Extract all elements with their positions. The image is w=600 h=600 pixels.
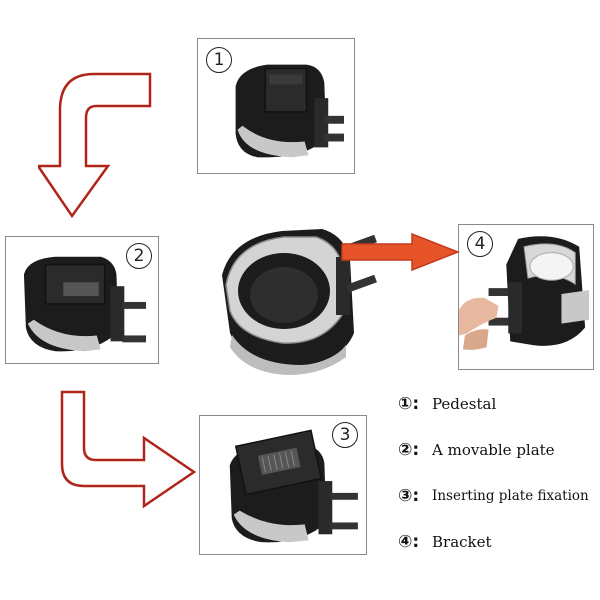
movable-plate-photo: [23, 256, 146, 352]
legend-marker: ④:: [398, 532, 420, 552]
flow-arrow-right-icon: [341, 232, 460, 272]
bracket-photo: [459, 236, 590, 350]
legend-label: Bracket: [432, 533, 492, 551]
legend-item-bracket: ④: Bracket: [398, 530, 598, 554]
pedestal-photo: [235, 64, 344, 158]
assembled-cup-holder-photo: [222, 229, 377, 375]
legend-marker: ③:: [398, 486, 420, 506]
step-number-badge: 2: [126, 243, 152, 269]
inserting-plate-photo: [229, 429, 358, 543]
step-number-badge: 3: [332, 422, 358, 448]
flow-arrow-down-right-icon: [60, 390, 197, 509]
legend-label: Pedestal: [432, 395, 497, 413]
step-number-badge: 1: [206, 47, 232, 73]
legend-item-movable-plate: ②: A movable plate: [398, 438, 598, 462]
legend-item-pedestal: ①: Pedestal: [398, 392, 598, 416]
flow-arrow-down-left-icon: [38, 72, 152, 219]
step-4-panel: 4: [458, 224, 594, 370]
legend-label: A movable plate: [432, 441, 555, 459]
legend-marker: ①:: [398, 394, 420, 414]
step-number-badge: 4: [467, 231, 493, 257]
step-1-panel: 1: [197, 38, 355, 174]
step-3-panel: 3: [199, 415, 367, 555]
legend-label: Inserting plate fixation: [432, 488, 589, 504]
legend-marker: ②:: [398, 440, 420, 460]
legend-item-inserting-plate-fixation: ③: Inserting plate fixation: [398, 484, 598, 508]
parts-legend: ①: Pedestal ②: A movable plate ③: Insert…: [398, 392, 598, 576]
step-2-panel: 2: [5, 236, 159, 364]
